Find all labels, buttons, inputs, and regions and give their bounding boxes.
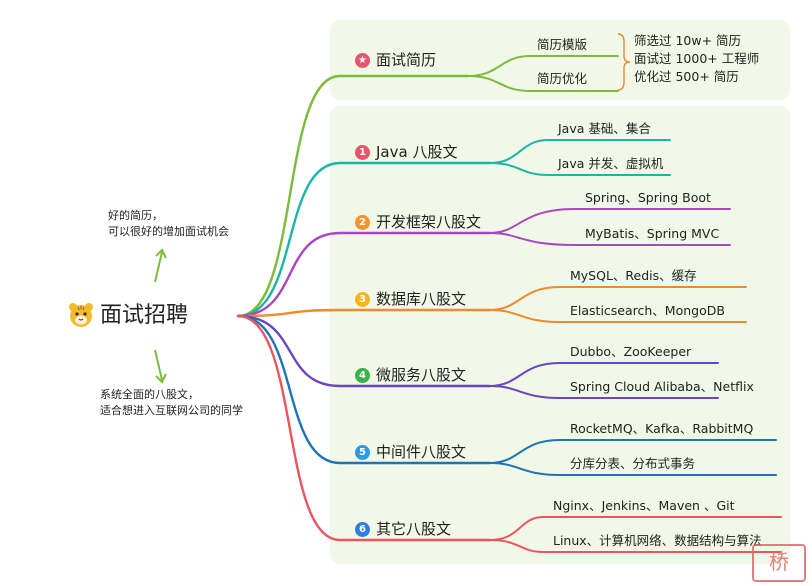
topic-3-number-badge: 3 [355,292,370,307]
topic-2-child-2-connector [489,232,731,246]
topic-2-child-2: MyBatis、Spring MVC [585,226,720,241]
topic-4-child-1-connector [489,362,719,387]
topic-4-child-1: Dubbo、ZooKeeper [570,344,692,359]
resume-connector [236,74,470,318]
topic-1-connector [236,161,492,318]
topic-4-label: 微服务八股文 [376,366,467,384]
topic-6-child-2: Linux、计算机网络、数据结构与算法 [553,533,762,548]
topic-6-child-1-connector [489,516,782,541]
resume-stat-1: 筛选过 10w+ 简历 [634,33,742,48]
resume-child-1-connector [467,55,619,77]
topic-1-child-1: Java 基础、集合 [558,121,651,136]
root-icon [68,302,94,333]
topic-5-label: 中间件八股文 [376,443,467,461]
topic-3-child-1-connector [489,286,747,311]
topic-5-connector [236,314,492,465]
topic-6-child-1: Nginx、Jenkins、Maven 、Git [553,498,735,513]
topic-3-child-2: Elasticsearch、MongoDB [570,303,725,318]
star-icon: ★ [355,53,370,68]
topic-3-child-1: MySQL、Redis、缓存 [570,268,697,283]
note-lower-line1: 系统全面的八股文， [100,388,199,401]
topics-panel [330,106,790,564]
seal-stamp: 桥 [752,544,806,582]
topic-5-child-1: RocketMQ、Kafka、RabbitMQ [570,421,754,436]
note-lower-line2: 适合想进入互联网公司的同学 [100,404,243,417]
resume-stat-3: 优化过 500+ 简历 [634,69,739,84]
resume-label: 面试简历 [376,51,437,69]
resume-stat-2: 面试过 1000+ 工程师 [634,51,760,66]
down-arrow-icon [154,349,167,384]
up-arrow-icon [154,248,167,283]
note-upper-line2: 可以很好的增加面试机会 [108,225,229,238]
topic-5-number-badge: 5 [355,445,370,460]
resume-child-optimize: 简历优化 [537,71,588,86]
topic-5-child-2: 分库分表、分布式事务 [570,456,696,471]
resume-child-2-connector [467,75,619,92]
topic-1-child-2: Java 并发、虚拟机 [558,156,664,171]
topic-6-label: 其它八股文 [376,520,452,538]
topic-2-child-1: Spring、Spring Boot [585,190,711,205]
resume-child-template: 简历模版 [537,37,588,52]
topic-2-number-badge: 2 [355,215,370,230]
brace-icon [617,33,631,91]
topic-2-label: 开发框架八股文 [376,213,482,231]
root-label: 面试招聘 [100,303,189,328]
topic-2-child-1-connector [489,208,731,234]
topic-3-child-2-connector [489,309,747,323]
topic-6-connector [236,314,492,542]
topic-1-child-2-connector [489,162,671,176]
topic-6-number-badge: 6 [355,522,370,537]
topic-4-child-2-connector [489,385,719,399]
topic-4-connector [236,314,492,388]
topic-4-child-2: Spring Cloud Alibaba、Netflix [570,379,754,394]
topic-2-connector [236,231,492,318]
tiger-face-icon [69,303,93,327]
topic-4-number-badge: 4 [355,368,370,383]
topic-6-child-2-connector [489,539,782,553]
resume-panel [330,20,790,100]
topic-3-label: 数据库八股文 [376,290,467,308]
topic-1-child-1-connector [489,139,671,164]
topic-3-connector [236,308,492,318]
topic-1-label: Java 八股文 [376,143,458,161]
topic-5-child-1-connector [489,439,777,464]
topic-5-child-2-connector [489,462,777,476]
topic-1-number-badge: 1 [355,145,370,160]
note-upper-line1: 好的简历， [108,209,163,222]
